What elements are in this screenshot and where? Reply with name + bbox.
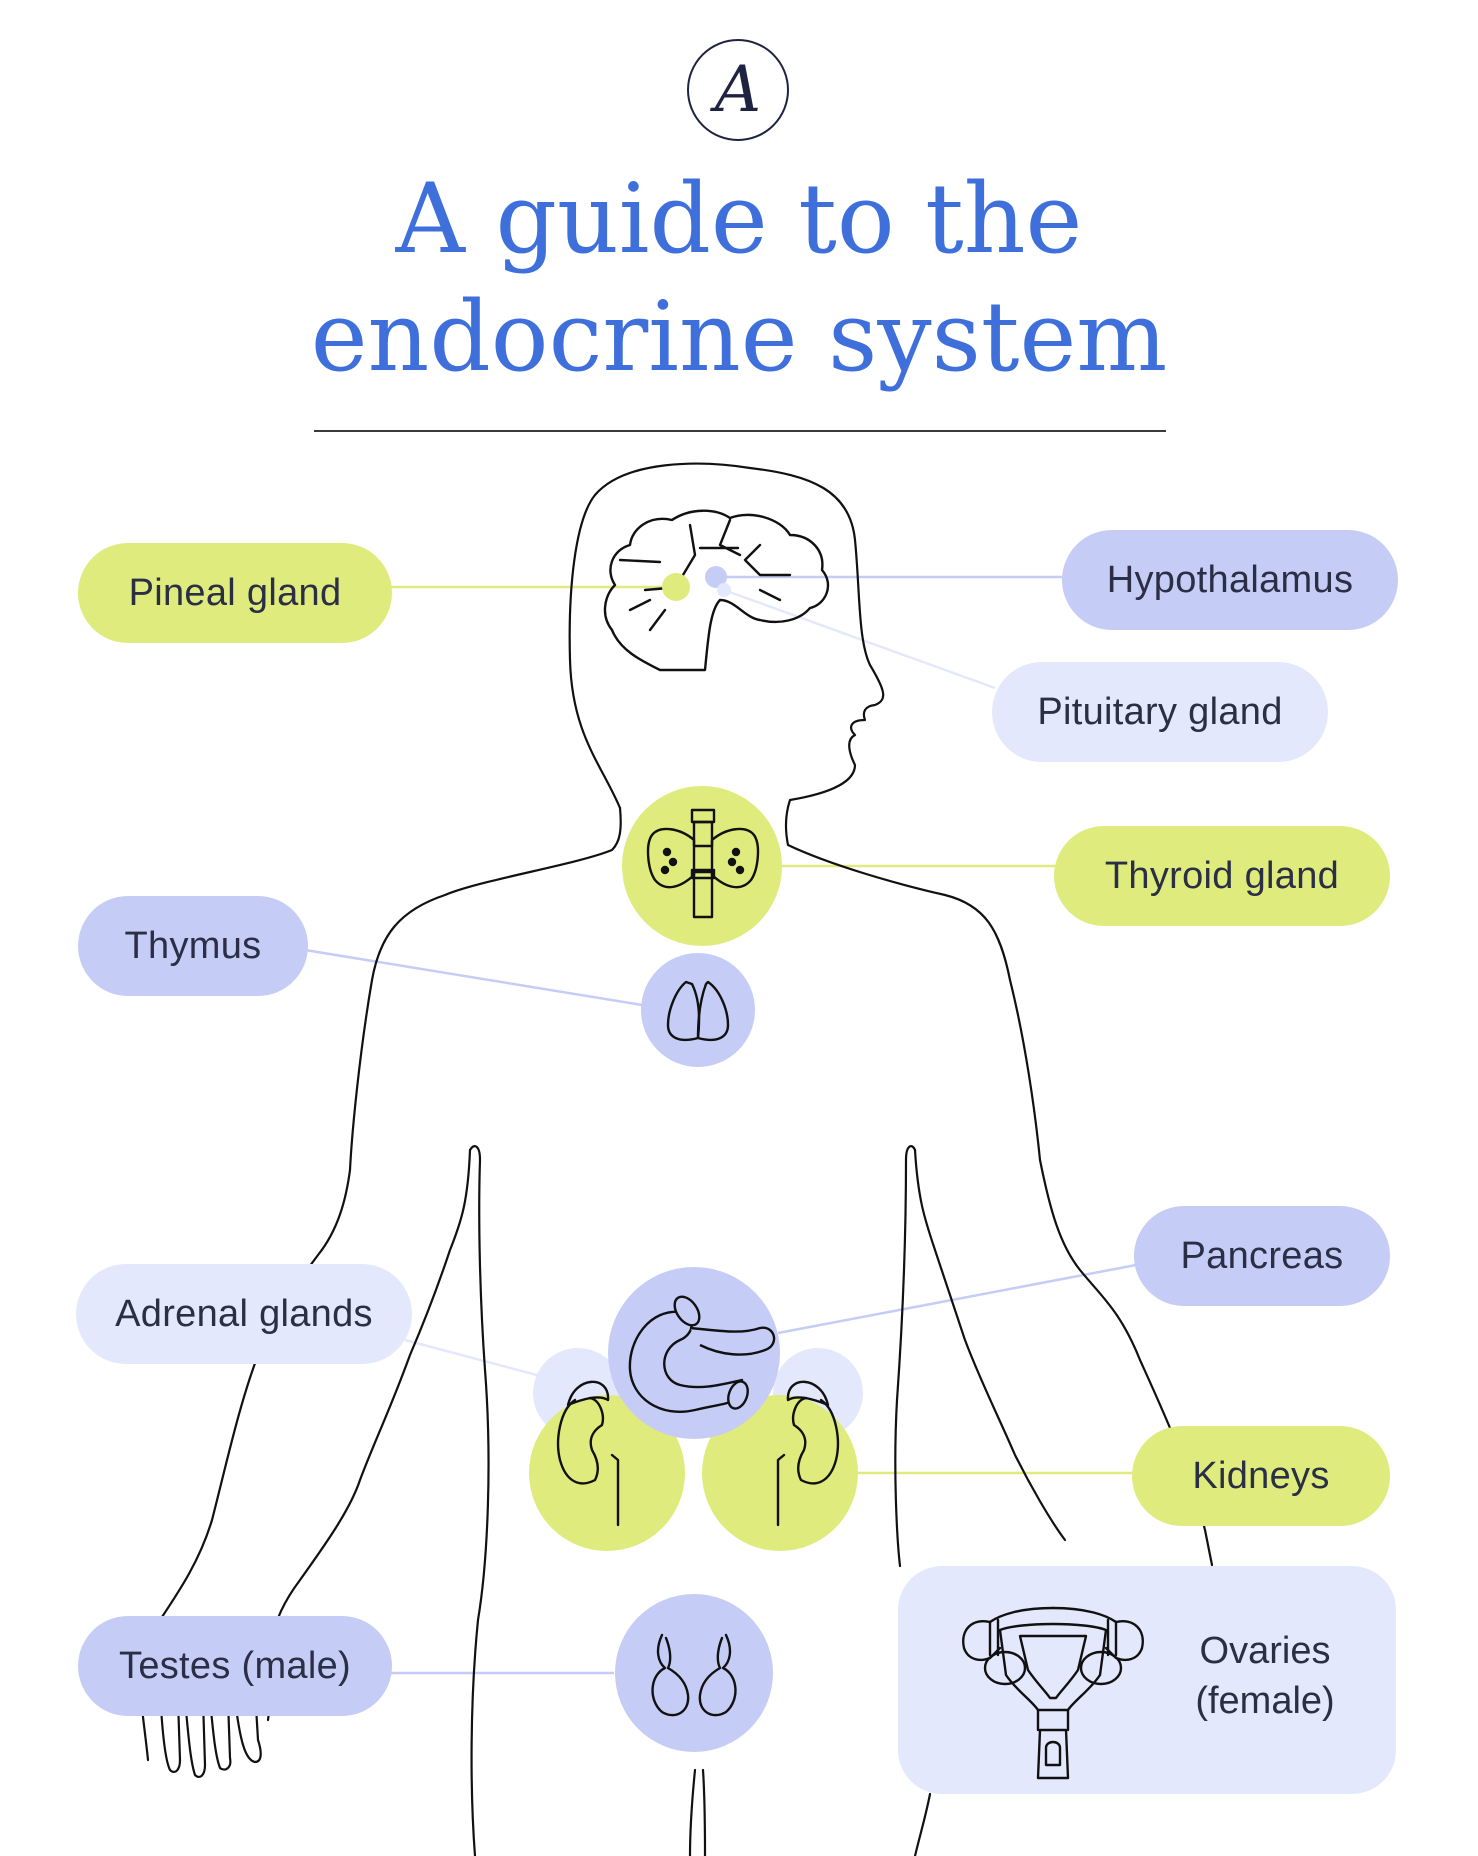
title-line-1: A guide to the [395,163,1083,275]
right-lower-body [913,1792,932,1856]
title-divider [314,430,1166,432]
title-line-2: endocrine system [310,281,1168,393]
pancreas-connector [777,1263,1137,1335]
thyroid-circle [622,786,782,946]
label-pineal-gland: Pineal gland [78,543,392,643]
label-testes: Testes (male) [78,1616,392,1716]
left-inner-flank [468,1145,490,1856]
thymus-icon [666,980,730,1042]
body-outline [138,462,1214,1856]
pituitary-dot [717,583,731,597]
brain-icon [603,509,830,672]
label-pituitary-gland: Pituitary gland [992,662,1328,762]
label-pancreas: Pancreas [1134,1206,1390,1306]
ovaries-panel [898,1566,1396,1794]
right-inner-flank [894,1145,917,1568]
kidney-icon [556,1380,840,1527]
label-hypothalamus: Hypothalamus [1062,530,1398,630]
pancreas-icon [628,1295,776,1413]
connector-lines [304,575,1137,1675]
kidney-left-circle [529,1395,685,1551]
pituitary-connector [723,588,996,690]
adrenal-connector [404,1338,549,1380]
label-adrenal-glands: Adrenal glands [76,1264,412,1364]
head-torso-arms-outline [568,462,1214,1567]
ovaries-line-1: Ovaries [1199,1630,1331,1672]
testes-circle [615,1594,773,1752]
ovaries-line-2: (female) [1195,1680,1335,1722]
page-title: A guide to the endocrine system [0,160,1478,396]
label-kidneys: Kidneys [1132,1426,1390,1526]
brand-logo: A [687,39,789,141]
pineal-dot [662,573,690,601]
label-thyroid-gland: Thyroid gland [1054,826,1390,926]
label-ovaries: Ovaries (female) [1170,1626,1360,1726]
groin-lines [688,1768,707,1856]
hypothalamus-dot [705,566,727,588]
thymus-connector [304,948,643,1007]
left-hand [138,1678,262,1779]
uterus-ovaries-icon [962,1606,1144,1780]
left-side-outline [138,806,622,1682]
right-inner-arm [913,1148,1067,1542]
kidney-right-circle [702,1395,858,1551]
label-thymus: Thymus [78,896,308,996]
thyroid-icon [646,808,760,919]
testes-icon [651,1633,737,1717]
